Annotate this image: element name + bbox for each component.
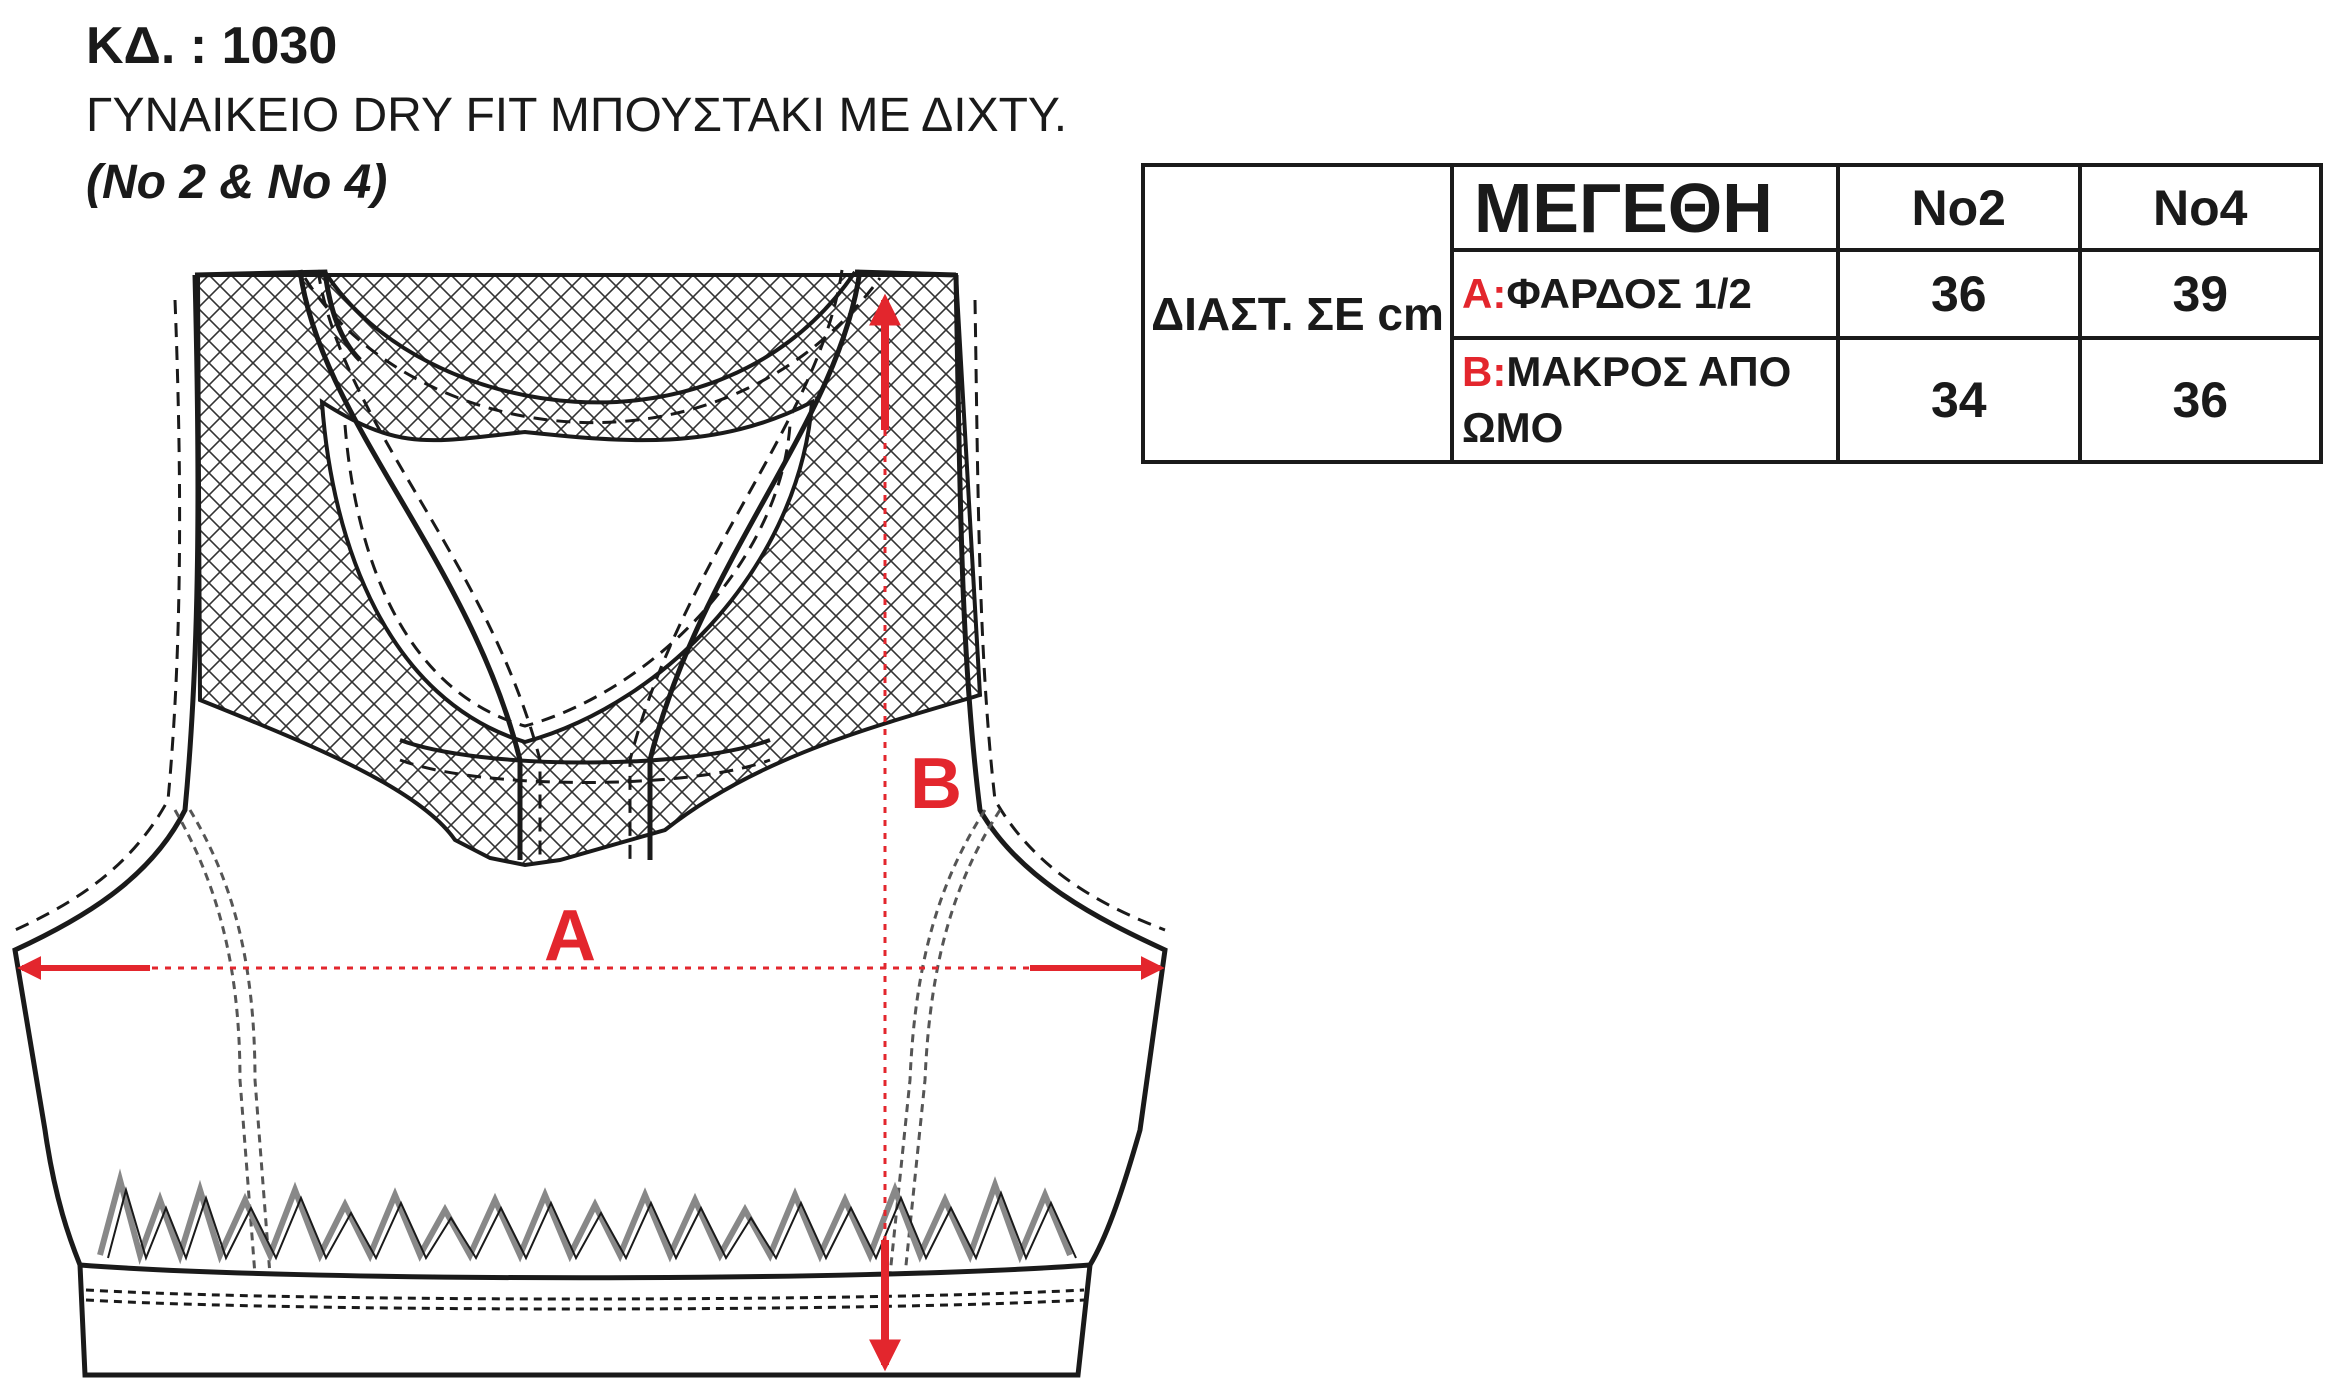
size-header-no4: No4	[2077, 163, 2323, 252]
neck-binding	[323, 270, 857, 405]
bra-top-technical-sketch: A B	[12, 269, 1168, 1378]
value-a-no4: 39	[2077, 248, 2323, 340]
row-key-a: A:	[1462, 270, 1507, 317]
row-text-b: ΜΑΚΡΟΣ ΑΠΟ ΩΜΟ	[1462, 348, 1792, 451]
product-code: ΚΔ. : 1030	[86, 17, 338, 75]
underband	[77, 1262, 1093, 1378]
row-key-b: B:	[1462, 348, 1507, 395]
left-side-seam	[173, 809, 257, 1276]
sizes-title: ΜΕΓΕΘΗ	[1450, 163, 1840, 252]
label-a: A	[544, 896, 596, 976]
dimension-unit-label: ΔΙΑΣΤ. ΣΕ cm	[1141, 163, 1454, 464]
row-label-a: A:ΦΑΡΔΟΣ 1/2	[1450, 248, 1840, 340]
racerback-cutout	[319, 398, 815, 745]
row-text-a: ΦΑΡΔΟΣ 1/2	[1506, 270, 1752, 317]
right-side-seam	[903, 809, 1002, 1276]
sizes-note: (No 2 & No 4)	[86, 156, 388, 209]
product-description: ΓΥΝΑΙΚΕΙΟ DRY FIT ΜΠΟΥΣΤΑΚΙ ΜΕ ΔΙΧΤΥ.	[86, 89, 1068, 142]
zigzag-hem-pattern	[97, 1168, 1073, 1265]
size-chart-table: ΔΙΑΣΤ. ΣΕ cm ΜΕΓΕΘΗ No2 No4 A:ΦΑΡΔΟΣ 1/2…	[1141, 163, 2323, 464]
size-header-no2: No2	[1836, 163, 2082, 252]
label-b: B	[910, 744, 962, 824]
garment-outline	[12, 269, 1168, 1267]
row-label-b: B:ΜΑΚΡΟΣ ΑΠΟ ΩΜΟ	[1450, 336, 1840, 464]
right-strap	[647, 269, 863, 860]
left-strap	[297, 269, 523, 860]
value-a-no2: 36	[1836, 248, 2082, 340]
value-b-no2: 34	[1836, 336, 2082, 464]
value-b-no4: 36	[2077, 336, 2323, 464]
